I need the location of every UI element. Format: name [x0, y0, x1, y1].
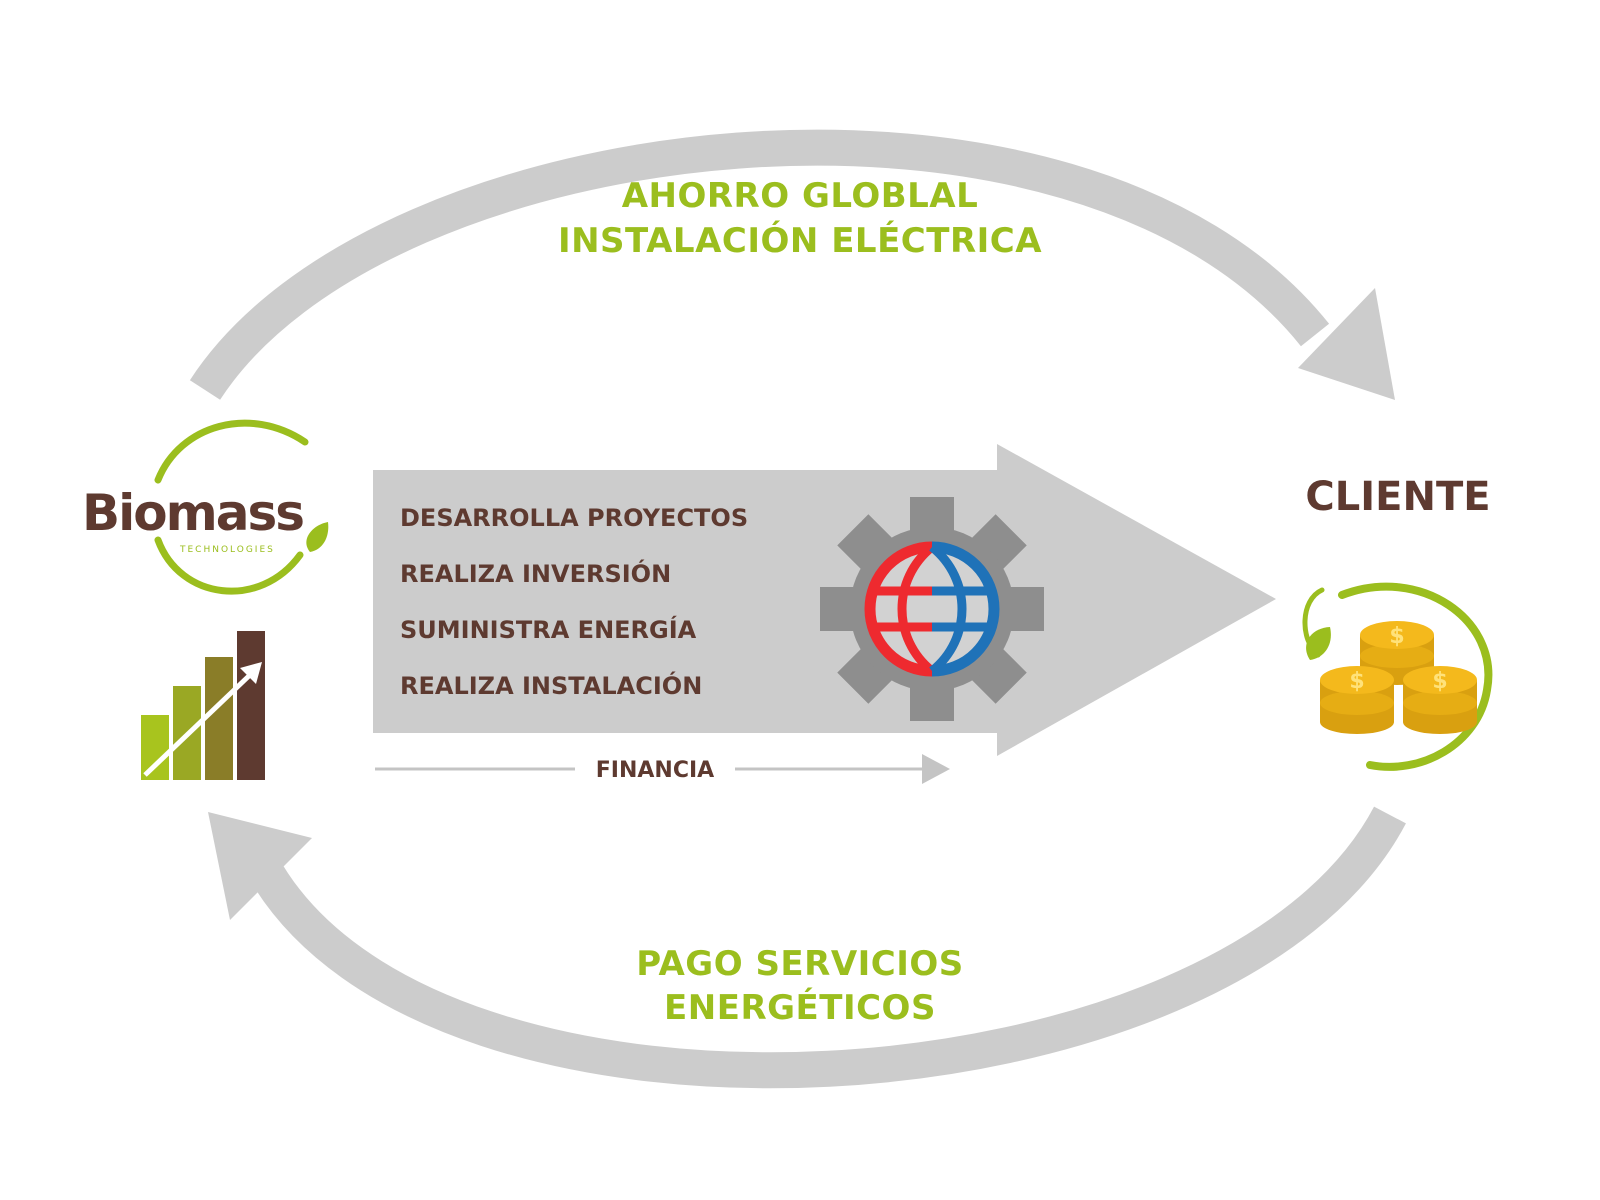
- financing-arrow: FINANCIA: [375, 754, 950, 784]
- svg-text:$: $: [1389, 624, 1404, 649]
- top-flow-line1: AHORRO GLOBLAL: [622, 176, 979, 216]
- client-label: CLIENTE: [1305, 474, 1490, 520]
- svg-text:$: $: [1349, 669, 1364, 694]
- svg-text:$: $: [1432, 669, 1447, 694]
- gear-globe-icon: [820, 497, 1044, 721]
- service-item-investment: REALIZA INVERSIÓN: [400, 558, 671, 588]
- service-item-projects: DESARROLLA PROYECTOS: [400, 504, 748, 532]
- top-curved-arrow: [189, 129, 1395, 400]
- coins-icon: $ $ $: [1302, 582, 1493, 771]
- bottom-curved-arrow: [208, 806, 1406, 1089]
- service-item-installation: REALIZA INSTALACIÓN: [400, 670, 702, 700]
- service-list: DESARROLLA PROYECTOS REALIZA INVERSIÓN S…: [400, 504, 748, 700]
- growth-bar-chart-icon: [141, 631, 265, 780]
- service-item-energy: SUMINISTRA ENERGÍA: [400, 615, 697, 644]
- top-flow-line2: INSTALACIÓN ELÉCTRICA: [558, 220, 1042, 261]
- bottom-flow-line1: PAGO SERVICIOS: [636, 944, 964, 984]
- logo-name: Biomass: [82, 484, 303, 542]
- logo-subtitle: TECHNOLOGIES: [179, 545, 275, 555]
- bottom-flow-line2: ENERGÉTICOS: [664, 987, 936, 1028]
- leaf-icon: [306, 522, 329, 552]
- financing-label: FINANCIA: [596, 758, 714, 783]
- biomass-logo: Biomass TECHNOLOGIES: [82, 419, 329, 595]
